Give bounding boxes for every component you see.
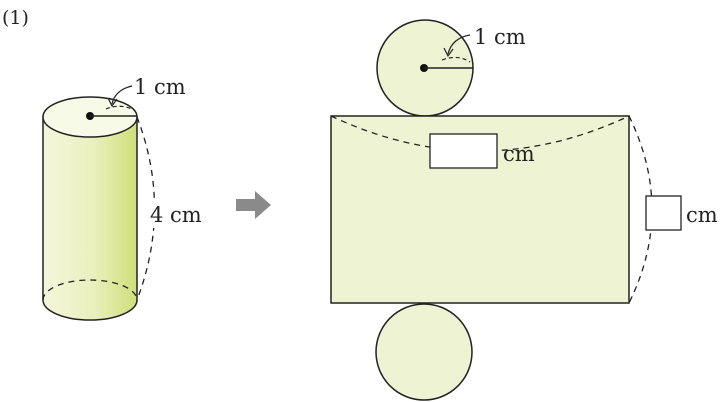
height-answer-box[interactable]: [645, 195, 682, 231]
net-top-radius-dashed-arc: [441, 56, 471, 63]
cylinder-radius-label: 1 cm: [134, 75, 186, 99]
transform-arrow: [236, 191, 271, 219]
cylinder-radius-arrowhead: [107, 97, 118, 108]
net-top-radius-arrowhead: [443, 47, 454, 58]
width-unit-label: cm: [503, 142, 535, 166]
cylinder-radius-pointer: [111, 85, 133, 105]
problem-number: (1): [2, 7, 29, 29]
net-bottom-circle: [375, 303, 473, 401]
width-answer-box[interactable]: [429, 133, 498, 169]
net-top-radius-label: 1 cm: [474, 25, 526, 49]
cylinder-body: [42, 116, 138, 321]
cylinder-height-label: 4 cm: [150, 203, 202, 227]
height-unit-label: cm: [686, 203, 718, 227]
cylinder-radius-dashed-arc: [105, 105, 135, 111]
net-height-brace: [628, 115, 653, 304]
cylinder: 1 cm 4 cm: [42, 75, 218, 321]
cylinder-net: 1 cm cm cm: [330, 19, 718, 401]
cylinder-bottom-hidden-edge: [42, 279, 138, 301]
net-top-radius-pointer: [447, 34, 471, 55]
height-label-backing: [146, 200, 218, 228]
